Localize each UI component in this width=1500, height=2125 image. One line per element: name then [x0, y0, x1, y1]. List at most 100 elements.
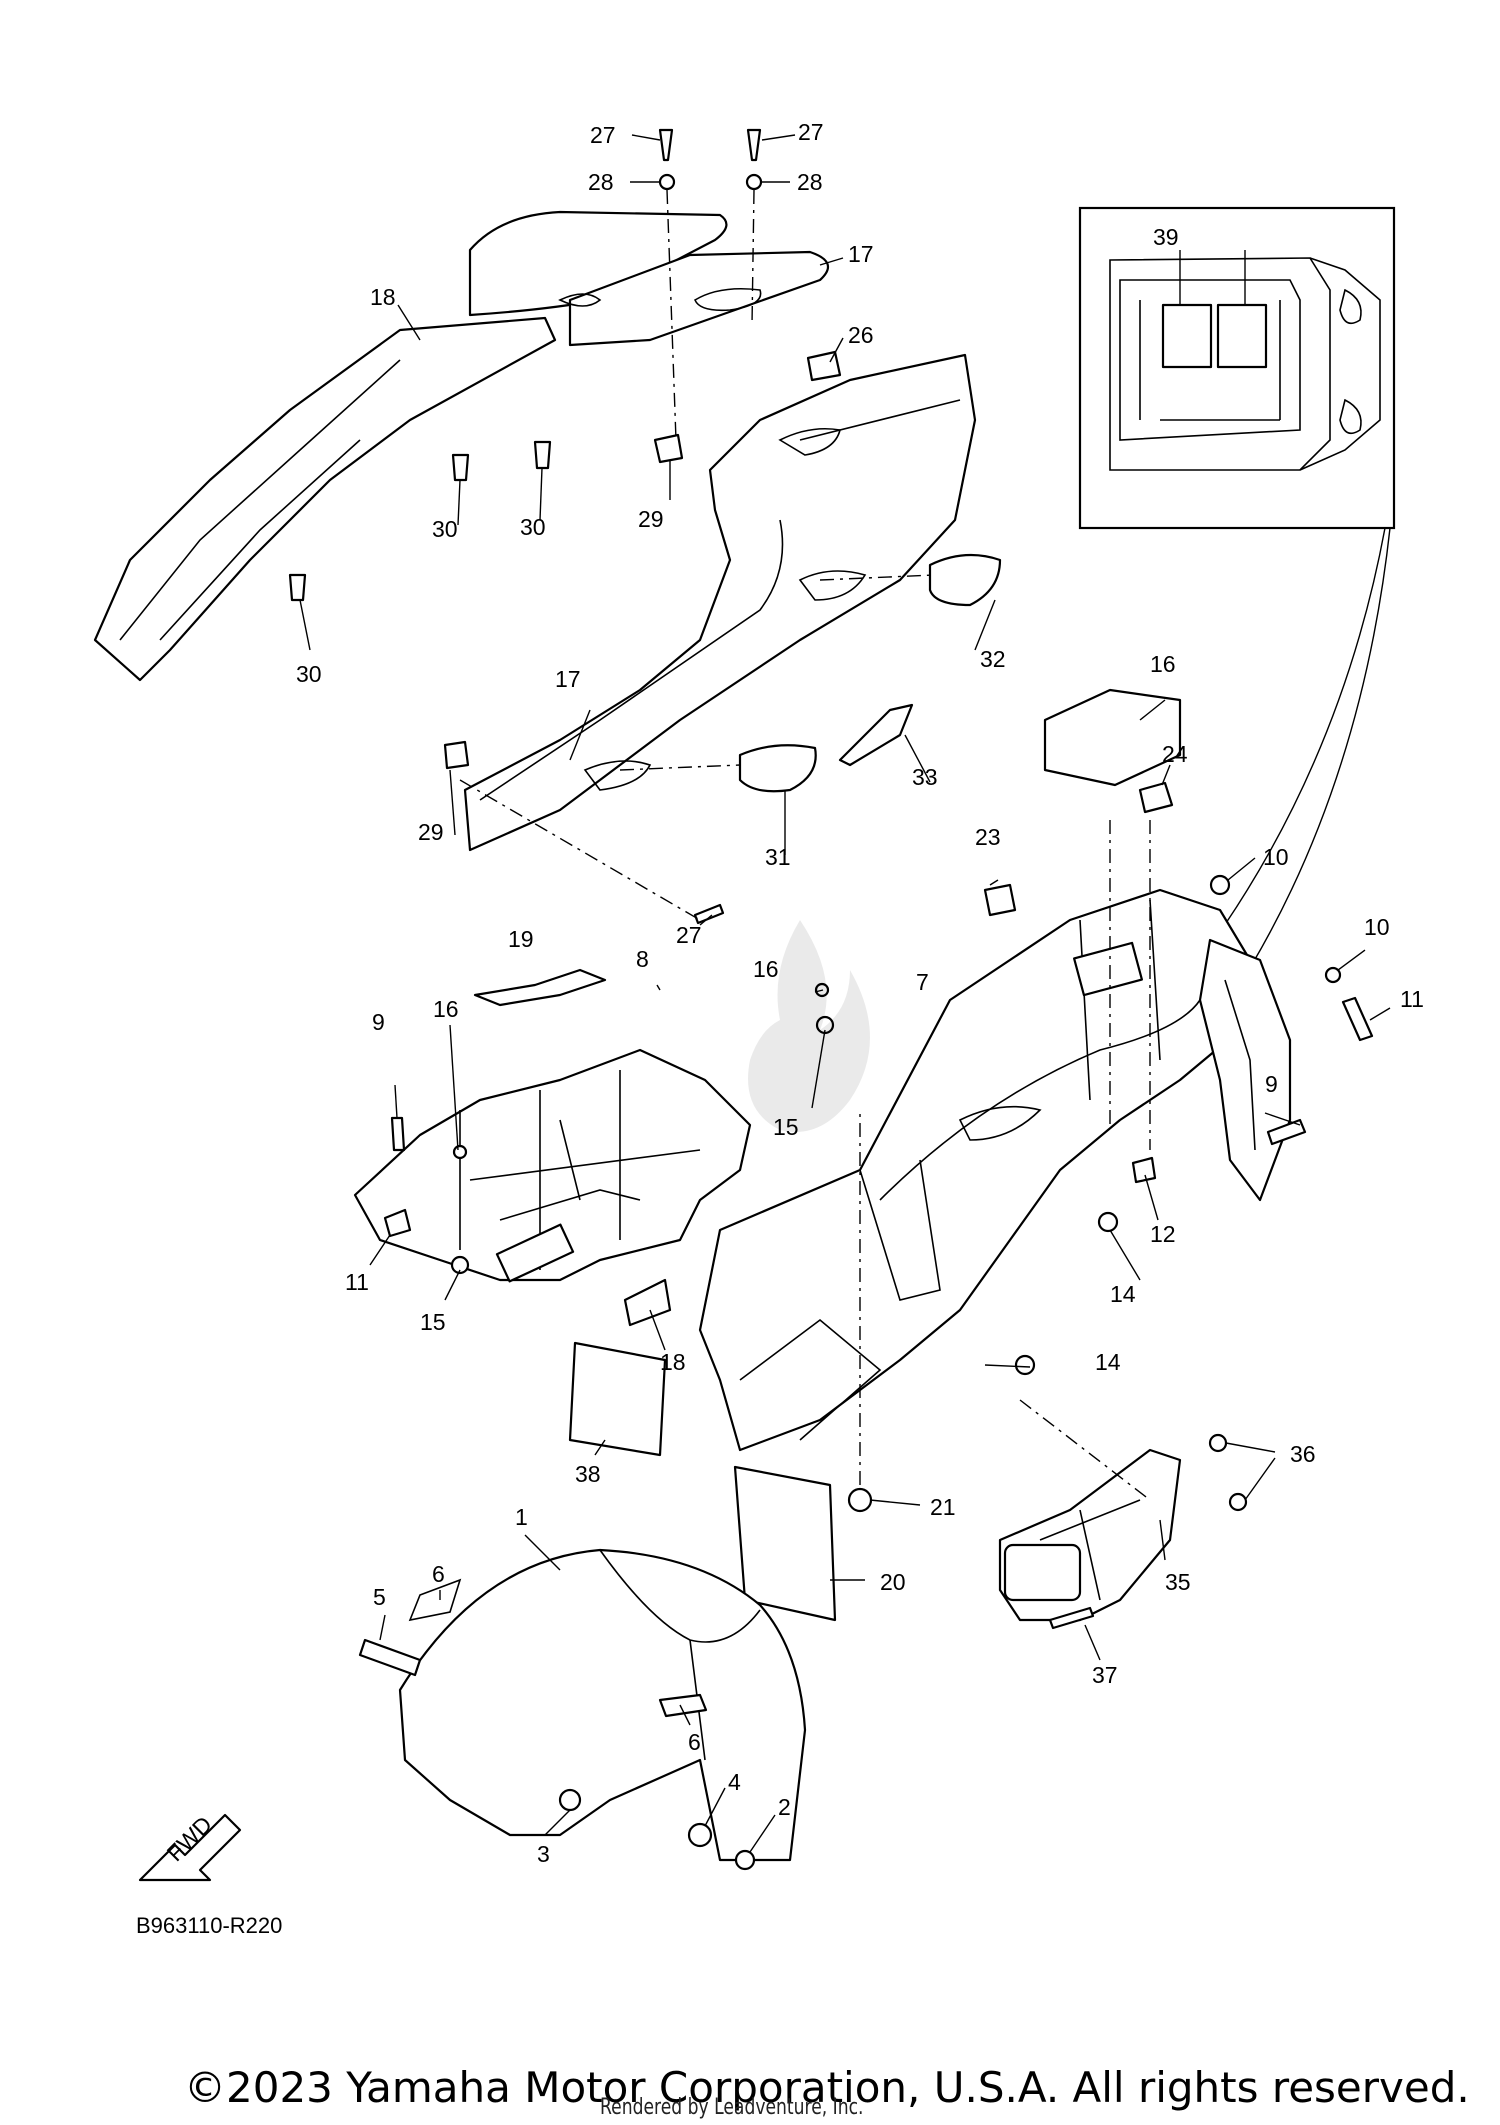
callout-31: 31 — [765, 844, 791, 870]
diagram-code: B963110-R220 — [136, 1913, 283, 1938]
screw-27c — [693, 903, 725, 925]
clip-14b — [1014, 1354, 1036, 1376]
fwd-arrow-icon: FWD — [138, 1811, 242, 1882]
collar-15a — [450, 1255, 470, 1275]
callout-27a: 27 — [590, 122, 616, 148]
callout-3: 3 — [537, 1841, 550, 1867]
clip-29b — [443, 740, 470, 770]
fender-extension — [1198, 938, 1292, 1202]
bracket-10a — [383, 1208, 412, 1238]
callout-28b: 28 — [797, 169, 823, 195]
callout-38: 39 — [1153, 224, 1179, 250]
callout-14a: 14 — [1110, 1281, 1136, 1307]
callout-14b: 14 — [1095, 1349, 1121, 1375]
callout-7: 7 — [916, 969, 929, 995]
callout-19: 19 — [508, 926, 534, 952]
bracket-18 — [623, 1278, 672, 1327]
callout-37: 38 — [575, 1461, 601, 1487]
callout-18: 18 — [660, 1349, 686, 1375]
callout-22: 16 — [1150, 651, 1176, 677]
bolt-9b — [1266, 1118, 1307, 1146]
clip-17b — [1138, 781, 1174, 814]
strap-19 — [473, 968, 607, 1007]
clip-29a — [653, 433, 684, 464]
screw-27a — [658, 128, 674, 162]
callout-35: 36 — [1290, 1441, 1316, 1467]
callout-labels: 27 27 28 28 17 26 18 29 30 30 30 32 17 1… — [296, 119, 1424, 1867]
collar-3 — [558, 1788, 582, 1812]
license-bracket-34 — [998, 1448, 1182, 1622]
nut-11 — [1209, 874, 1231, 896]
washer-28a — [658, 173, 676, 191]
callout-20: 20 — [880, 1569, 906, 1595]
decal-6a — [408, 1578, 462, 1622]
callout-12: 10 — [1364, 914, 1390, 940]
mud-flap-20 — [733, 1465, 837, 1622]
callout-4: 4 — [728, 1769, 741, 1795]
render-credit: Rendered by Leadventure, Inc. — [600, 2095, 864, 2120]
callout-9b: 9 — [1265, 1071, 1278, 1097]
rivet-30a — [451, 453, 470, 482]
decal-5 — [358, 1638, 422, 1677]
bracket-33 — [838, 703, 914, 767]
callout-21: 21 — [930, 1494, 956, 1520]
callout-15a: 15 — [420, 1309, 446, 1335]
callout-9a: 9 — [372, 1009, 385, 1035]
battery-tray-8 — [353, 1048, 752, 1283]
pad-22 — [1043, 688, 1182, 787]
bolt-16a — [452, 1144, 468, 1160]
callout-25: 18 — [370, 284, 396, 310]
rear-fender-7 — [698, 888, 1252, 1452]
watermark-flame-logo — [748, 920, 870, 1132]
callout-23: 17 — [848, 241, 874, 267]
bracket-10b — [1131, 1156, 1157, 1184]
callout-30a: 30 — [432, 516, 458, 542]
callout-11: 10 — [1263, 844, 1289, 870]
copyright-notice: ©2023 Yamaha Motor Corporation, U.S.A. A… — [184, 2063, 1470, 2112]
screw-35b — [1228, 1492, 1248, 1512]
screw-27b — [746, 128, 762, 162]
reflector-37 — [568, 1341, 667, 1457]
callout-27b: 27 — [798, 119, 824, 145]
callout-10a: 11 — [345, 1269, 369, 1295]
bolt-9a — [390, 1116, 406, 1152]
bolt-2 — [734, 1849, 756, 1871]
callout-2: 2 — [778, 1794, 791, 1820]
callout-28a: 28 — [588, 169, 614, 195]
front-fender-1 — [398, 1548, 807, 1862]
screw-35a — [1208, 1433, 1228, 1453]
callout-6b: 6 — [688, 1729, 701, 1755]
callout-36: 37 — [1092, 1662, 1118, 1688]
callout-10b: 12 — [1150, 1221, 1176, 1247]
callout-33: 33 — [912, 764, 938, 790]
tail-cowl-top-23 — [468, 210, 830, 347]
callout-5: 5 — [373, 1584, 386, 1610]
callout-17a: 23 — [975, 824, 1001, 850]
callout-29a: 29 — [638, 506, 664, 532]
washer-12 — [1324, 966, 1342, 984]
callout-34: 35 — [1165, 1569, 1191, 1595]
callout-6a: 6 — [432, 1561, 445, 1587]
inset-detail-box — [1078, 206, 1396, 530]
relay-38 — [1161, 303, 1213, 369]
leader-lines — [299, 134, 1391, 1853]
callout-32: 32 — [980, 646, 1006, 672]
inset-pointer-line — [1229, 527, 1391, 1001]
relay-39 — [1216, 303, 1268, 369]
callout-26: 26 — [848, 322, 874, 348]
callout-16a: 16 — [433, 996, 459, 1022]
grommet-21 — [847, 1487, 873, 1513]
gasket-32 — [928, 553, 1002, 607]
callout-15b: 15 — [773, 1114, 799, 1140]
side-cover-24 — [463, 353, 977, 852]
rivet-30b — [533, 440, 552, 470]
callout-27c: 27 — [676, 922, 702, 948]
clip-14a — [1097, 1211, 1119, 1233]
washer-28b — [745, 173, 763, 191]
callout-13: 11 — [1400, 986, 1424, 1012]
callout-29b: 29 — [418, 819, 444, 845]
gasket-31 — [738, 744, 817, 793]
clip-17a — [983, 883, 1017, 917]
bolt-13 — [1341, 996, 1374, 1042]
